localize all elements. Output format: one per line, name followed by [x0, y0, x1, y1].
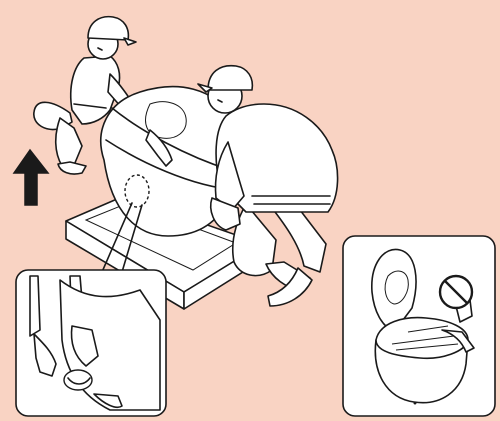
prohibited-icon: [440, 276, 472, 308]
arrow-up-icon: [14, 150, 48, 205]
warning-inset: [343, 236, 495, 416]
detail-inset: [16, 270, 166, 416]
